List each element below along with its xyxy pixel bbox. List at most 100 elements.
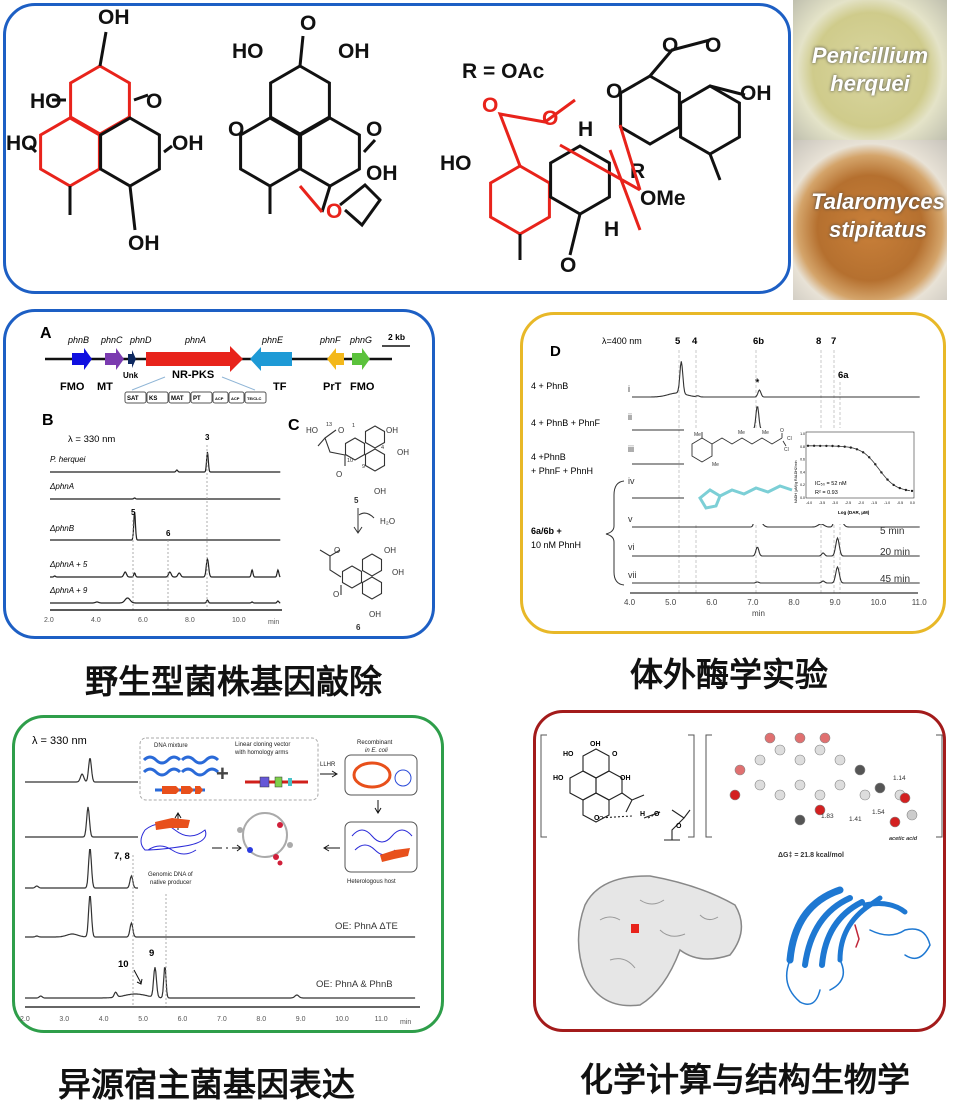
atom-label: HO [30,90,62,113]
gene-phnA [146,346,243,372]
condition-label: + PhnF + PhnH [531,466,593,476]
peak-label: 3 [205,433,210,442]
atom-ball [794,732,806,744]
data-point [812,444,816,447]
data-point [819,444,822,448]
data-point [880,471,883,474]
r-group-label: R = OAc [462,60,545,83]
atom-ball [754,754,766,766]
gene-label: phnG [349,335,372,345]
data-point [886,478,889,481]
time-label: 45 min [880,574,910,585]
y-tick-label: 0.6 [800,458,805,462]
natural-products-panel [3,3,791,294]
axis-label: NADH (μM)/g RALDH2/min [794,460,798,503]
atom-label: OH [172,132,204,155]
molecule-lactone-dimer [489,38,746,260]
trace-numeral: i [628,384,630,394]
atom-label: OH [397,448,409,457]
trace-numeral: iv [628,476,635,486]
chromatogram-trace [50,511,281,541]
gene-function-label: PrT [323,381,342,393]
bond-distance: 1.54 [872,809,885,816]
x-tick-label: -3.5 [819,501,825,505]
atom-number: 1 [352,423,355,429]
atom-label: Cl [784,447,789,453]
x-tick-label: 5.0 [138,1016,148,1023]
domain-box [212,391,229,404]
gene-label: phnB [67,335,89,345]
data-point [831,444,834,448]
inset-ic50-plot: IC₅₀ = 52 nM R² = 0.93 Log (DAR, μM) NAD… [794,431,915,515]
y-tick-label: 0.8 [800,445,805,449]
atom-label: O [334,546,340,555]
x-tick-label: 10.0 [232,617,246,624]
r2-label: R² = 0.93 [815,490,838,496]
peak-label: 6 [166,529,171,538]
atom-label: O [654,811,660,818]
peak-label: 10 [118,959,129,970]
workflow-label: native producer [150,880,191,886]
atom-label: O [333,590,339,599]
ring [344,437,366,461]
atom-ball [794,814,806,826]
molecule-label: acetic acid [889,836,918,842]
atom-label: O [560,254,576,277]
atom-ball [774,744,786,756]
chromatogram-trace [632,510,920,528]
trace-label: ΔphnA + 9 [49,586,88,595]
y-tick-label: 0.0 [800,496,805,500]
arrow-icon [323,844,340,852]
chromatogram-trace [25,896,416,938]
axis-label: Log (DAR, μM) [838,510,870,515]
gene-phnE [250,347,292,371]
domain-box [190,391,213,404]
chromatogram-trace [632,565,920,584]
atom-label: OH [590,741,601,748]
gene-function-label: NR-PKS [172,369,214,381]
atom-label: HO [306,426,318,435]
axis-unit: min [268,619,279,626]
atom-ball [814,789,826,801]
x-tick-label: 7.0 [217,1016,227,1023]
ring [361,576,383,600]
gene-phnG [352,348,370,370]
x-tick-label: -2.0 [858,501,864,505]
workflow-label: Heterologous host [347,879,396,885]
atom-label: OH [386,426,398,435]
chromatogram-trace [632,536,920,557]
atom-label: O [780,428,784,434]
atom-ball [734,764,746,776]
molecule-phenalenone [28,31,173,231]
protein-surface [577,875,743,1007]
data-point [855,448,859,451]
x-tick-label: 5.0 [665,598,677,607]
atom-label: OH [369,610,381,619]
data-point [825,444,828,448]
atom-label: O [338,426,344,435]
data-point [837,445,840,448]
workflow-label: LLHR [320,762,336,768]
recombinant-box [344,754,418,796]
atom-label: Me [694,432,701,438]
workflow-label: in E. coli [365,748,388,754]
wavelength-label: λ = 330 nm [32,735,87,747]
atom-ball [834,754,846,766]
x-tick-label: 9.0 [830,598,842,607]
gene-phnF [327,348,344,370]
gene-phnB [72,348,92,370]
gene-function-label: MT [97,381,113,393]
x-tick-label: 6.0 [178,1016,188,1023]
atom-label: O [606,80,622,103]
atom-label: O [366,118,382,141]
atom-label: HO [563,751,574,758]
atom-label: Cl [787,436,792,442]
brackets [540,734,943,838]
time-label: 5 min [880,526,904,537]
condition-label: 10 nM PhnH [531,540,581,550]
data-point [898,486,901,490]
photo-label: Talaromyces [811,189,945,214]
domain-box [124,391,147,404]
x-tick-label: 10.0 [335,1016,349,1023]
